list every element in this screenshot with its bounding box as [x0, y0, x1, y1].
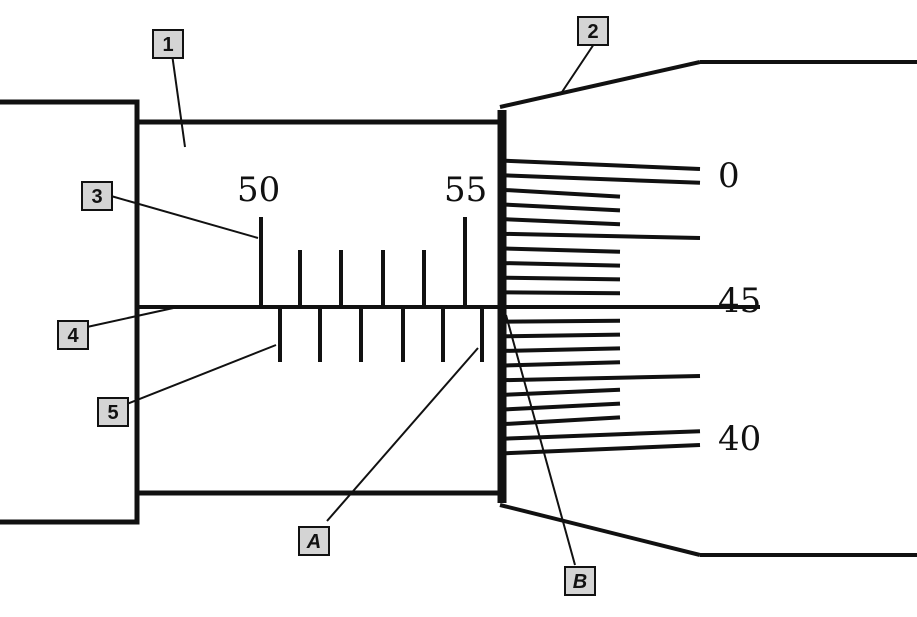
thimble-label-0: 0 — [718, 156, 740, 196]
leader-lines — [86, 43, 595, 566]
callout-B-label: B — [573, 571, 587, 593]
thimble-graduation — [504, 360, 621, 368]
thimble — [497, 60, 917, 557]
thimble-graduation — [504, 429, 701, 441]
main-scale-label-50: 50 — [237, 170, 280, 210]
leader-2 — [559, 43, 595, 96]
thimble-graduation — [504, 202, 621, 213]
leader-A — [326, 347, 479, 522]
thimble-graduation — [504, 187, 621, 199]
callout-2-label: 2 — [587, 21, 598, 43]
thimble-graduation — [504, 217, 621, 227]
callout-5-label: 5 — [107, 402, 118, 424]
frame-block — [0, 99, 140, 525]
leader-3 — [110, 195, 259, 239]
callout-A: A — [298, 526, 330, 556]
thimble-graduation — [504, 261, 621, 268]
leader-4 — [86, 306, 179, 328]
callout-A-label: A — [306, 531, 321, 553]
callout-2: 2 — [577, 16, 609, 46]
thimble-graduation — [504, 246, 621, 254]
thimble-graduation — [504, 374, 701, 383]
main-scale-lower-ticks — [278, 307, 484, 362]
thimble-graduation — [504, 290, 621, 296]
callout-4: 4 — [57, 320, 89, 350]
thimble-graduation — [504, 275, 621, 282]
callout-4-label: 4 — [67, 325, 79, 347]
thimble-graduation — [504, 346, 621, 353]
thimble-graduation — [504, 401, 621, 412]
sleeve — [137, 119, 500, 496]
callout-1-label: 1 — [162, 34, 173, 56]
thimble-graduation — [504, 173, 701, 185]
thimble-scale-ticks — [504, 158, 701, 456]
thimble-graduation — [504, 231, 701, 240]
callout-3-label: 3 — [91, 186, 102, 208]
main-scale-label-55: 55 — [444, 170, 487, 210]
leader-5 — [126, 344, 277, 405]
thimble-label-40: 40 — [718, 419, 761, 459]
main-scale-upper-ticks — [259, 217, 467, 307]
callout-B: B — [564, 566, 596, 596]
callout-1: 1 — [152, 29, 184, 59]
callout-3: 3 — [81, 181, 113, 211]
thimble-graduation — [504, 387, 621, 397]
leader-B — [505, 314, 576, 566]
callout-5: 5 — [97, 397, 129, 427]
leader-1 — [171, 53, 186, 148]
thimble-label-45: 45 — [718, 281, 761, 321]
thimble-graduation — [504, 332, 621, 339]
thimble-graduation — [504, 318, 621, 324]
thimble-graduation — [504, 415, 621, 427]
thimble-graduation — [504, 443, 701, 456]
thimble-graduation — [504, 158, 701, 171]
